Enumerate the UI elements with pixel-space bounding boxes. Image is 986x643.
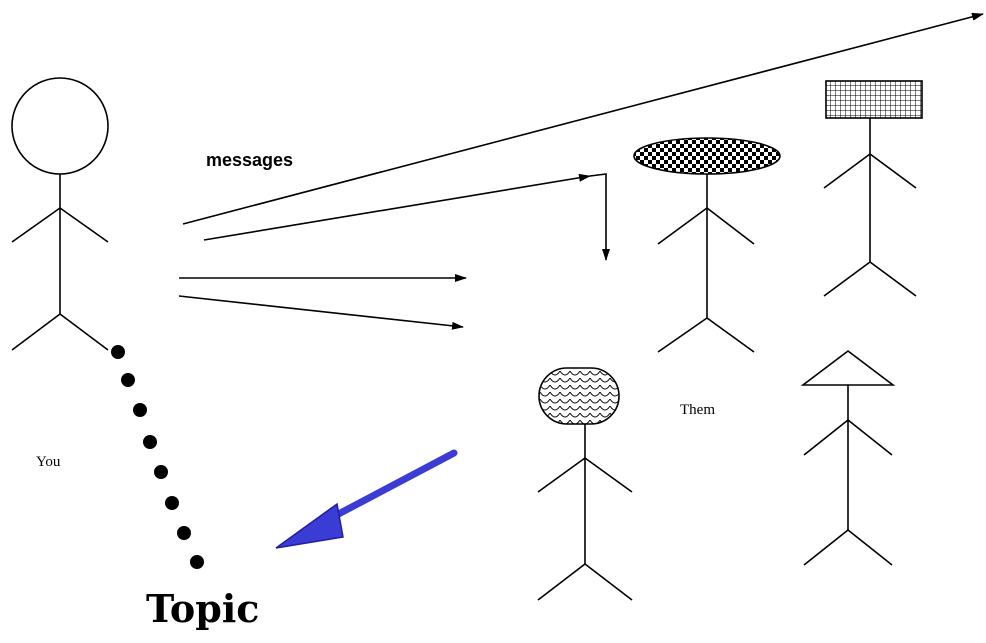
you-head-circle bbox=[11, 77, 109, 175]
message-arrows bbox=[178, 12, 984, 330]
topic-label: Topic bbox=[146, 586, 260, 631]
topic-arrow bbox=[275, 449, 458, 549]
dotted-path-to-topic bbox=[111, 345, 204, 569]
message-arrow-down bbox=[178, 295, 464, 330]
you-figure bbox=[11, 77, 109, 351]
them-figure-grid bbox=[823, 80, 923, 297]
them-figure-triangle bbox=[800, 349, 896, 566]
you-label: You bbox=[36, 454, 61, 470]
message-arrow-long bbox=[182, 12, 984, 225]
message-arrow-bent bbox=[589, 173, 610, 261]
them-label: Them bbox=[680, 402, 715, 418]
them-figure-scale bbox=[537, 367, 633, 601]
them-figure-checker bbox=[633, 137, 781, 353]
message-arrow-to-corner bbox=[203, 173, 591, 241]
messages-label: messages bbox=[206, 150, 294, 170]
triangle-head bbox=[800, 349, 896, 386]
scale-head bbox=[538, 367, 620, 425]
grid-head bbox=[825, 80, 923, 119]
checkered-head bbox=[633, 137, 781, 175]
